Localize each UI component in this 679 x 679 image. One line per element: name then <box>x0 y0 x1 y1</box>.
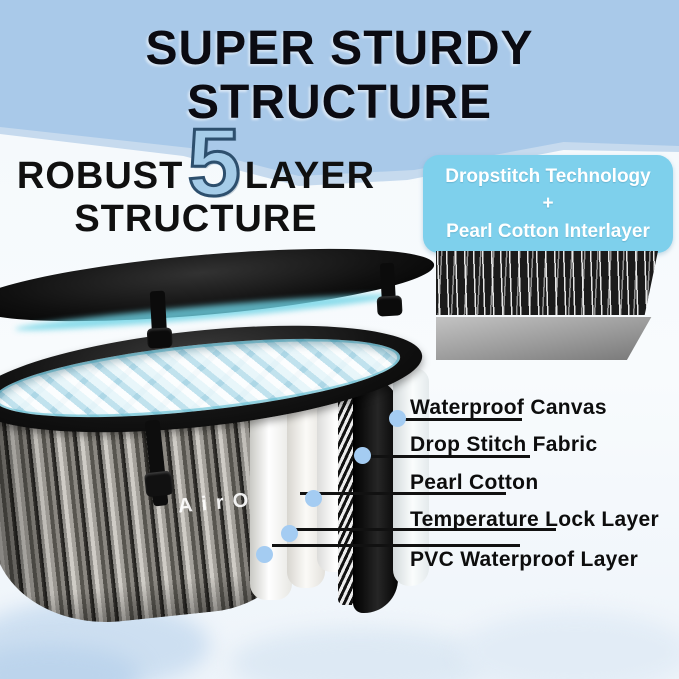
technology-callout: Dropstitch Technology + Pearl Cotton Int… <box>423 155 673 253</box>
lid-buckle-right <box>379 262 397 308</box>
layer-strip-waterproof-canvas <box>393 368 429 586</box>
cloud-shape <box>230 628 490 679</box>
leader-line-waterproof-canvas <box>392 418 522 421</box>
callout-plus: + <box>542 193 554 215</box>
layer-dot-pearl-cotton <box>305 490 322 507</box>
leader-line-temperature-lock <box>284 528 556 531</box>
tub-rim-wrapper <box>0 307 456 653</box>
headline-structure: STRUCTURE <box>74 198 318 241</box>
layer-label-pearl-cotton: Pearl Cotton <box>410 471 539 494</box>
dropstitch-sample-image <box>436 251 658 361</box>
lid-buckle-left <box>149 290 168 340</box>
cloud-shape <box>460 612 679 679</box>
layer-dot-pvc-waterproof <box>256 546 273 563</box>
headline-layer: LAYER <box>244 154 376 197</box>
layer-dot-drop-stitch <box>354 447 371 464</box>
layer-label-drop-stitch: Drop Stitch Fabric <box>410 433 598 456</box>
dropstitch-base <box>436 317 652 360</box>
callout-line-1: Dropstitch Technology <box>445 165 651 187</box>
dropstitch-fibers <box>436 251 658 315</box>
leader-line-pvc-waterproof <box>272 544 520 547</box>
layer-headline: ROBUST 5 LAYER STRUCTURE <box>17 113 374 241</box>
headline-robust: ROBUST <box>16 154 184 197</box>
callout-line-2: Pearl Cotton Interlayer <box>446 220 650 242</box>
layer-label-temperature-lock: Temperature Lock Layer <box>410 508 659 531</box>
leader-line-drop-stitch <box>352 455 530 458</box>
leader-line-pearl-cotton <box>300 492 506 495</box>
layer-label-waterproof-canvas: Waterproof Canvas <box>410 396 607 419</box>
title-line-1: SUPER STURDY <box>145 22 534 75</box>
ice-cubes <box>0 323 404 433</box>
title-line-2: STRUCTURE <box>187 76 492 130</box>
headline-number-5: 5 <box>186 109 242 216</box>
layer-dot-waterproof-canvas <box>389 410 406 427</box>
layer-strip-pvc-waterproof <box>250 392 292 600</box>
layer-label-pvc-waterproof: PVC Waterproof Layer <box>410 548 639 571</box>
page-title: SUPER STURDY STRUCTURE <box>0 22 679 130</box>
layer-dot-temperature-lock <box>281 525 298 542</box>
